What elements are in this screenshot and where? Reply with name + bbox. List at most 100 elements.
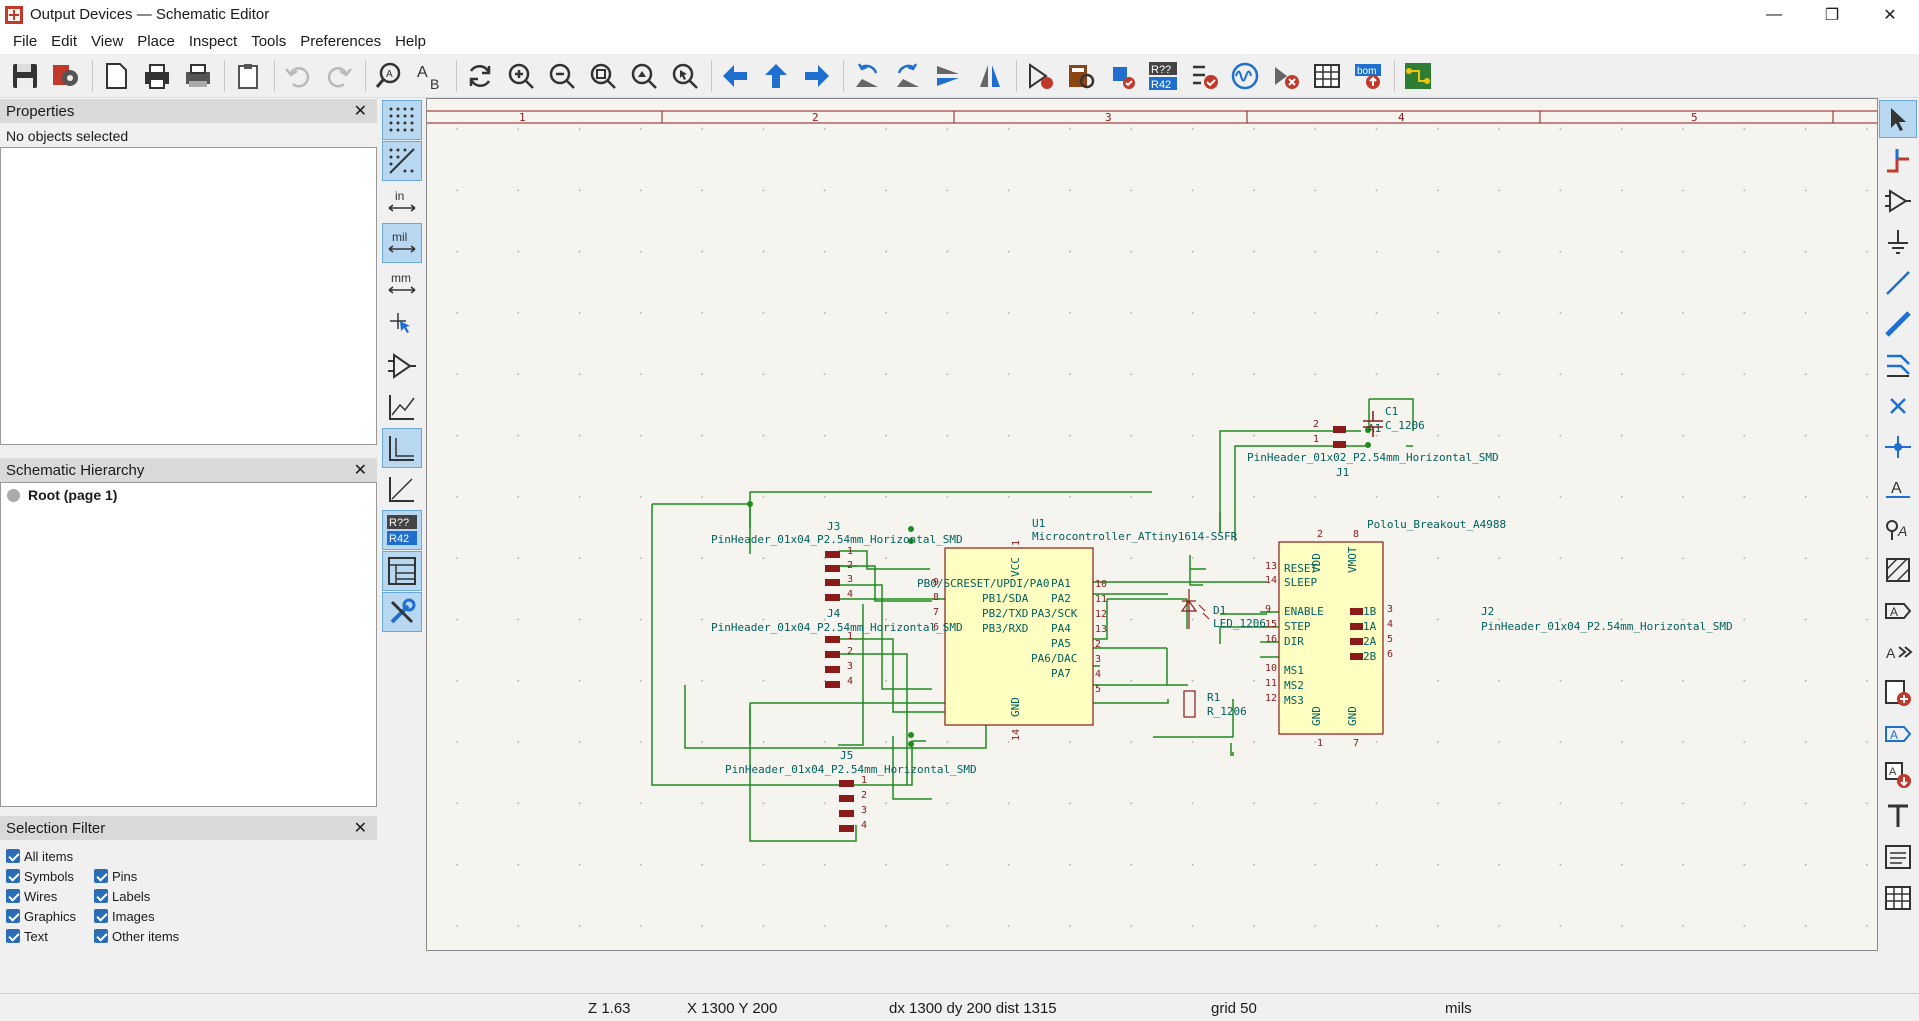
- u1-symbol[interactable]: U1 Microcontroller_ATtiny1614-SSFR PB0/S…: [917, 517, 1238, 741]
- minimize-button[interactable]: —: [1766, 5, 1782, 23]
- refresh-button[interactable]: [461, 57, 499, 95]
- graphics-checkbox[interactable]: [6, 909, 20, 923]
- units-mils-button[interactable]: mil: [382, 223, 422, 263]
- simulator-button[interactable]: [1226, 57, 1264, 95]
- pcb-editor-button[interactable]: [1399, 57, 1437, 95]
- annotation-display-button[interactable]: R??R42: [382, 510, 422, 550]
- images-checkbox[interactable]: [94, 909, 108, 923]
- labels-checkbox[interactable]: [94, 889, 108, 903]
- units-inches-button[interactable]: in: [382, 182, 422, 222]
- a1-symbol[interactable]: A1 Pololu_Breakout_A4988 RESET SLEEP ENA…: [1265, 422, 1506, 749]
- menu-tools[interactable]: Tools: [251, 33, 287, 50]
- footprint-assignment-button[interactable]: [1103, 57, 1141, 95]
- hierarchy-root-item[interactable]: Root (page 1): [7, 487, 370, 503]
- navigate-up-button[interactable]: [757, 57, 795, 95]
- add-symbol-button[interactable]: [1879, 182, 1917, 220]
- add-label-button[interactable]: A: [1879, 469, 1917, 507]
- save-button[interactable]: [6, 57, 44, 95]
- menu-place[interactable]: Place: [137, 33, 175, 50]
- all-items-checkbox[interactable]: [6, 849, 20, 863]
- zoom-out-button[interactable]: [543, 57, 581, 95]
- schematic-canvas[interactable]: 1 2 3 4 5 /* removed */: [426, 98, 1878, 951]
- j2-symbol[interactable]: J2 PinHeader_01x04_P2.54mm_Horizontal_SM…: [1350, 605, 1733, 660]
- add-power-button[interactable]: [1879, 223, 1917, 261]
- schematic-setup-button[interactable]: [47, 57, 85, 95]
- add-wire-button[interactable]: [1879, 264, 1917, 302]
- selection-filter-close-button[interactable]: ✕: [353, 820, 367, 837]
- navigate-back-button[interactable]: [716, 57, 754, 95]
- bom-button[interactable]: bom: [1349, 57, 1387, 95]
- select-tool-button[interactable]: [1879, 100, 1917, 138]
- properties-close-button[interactable]: ✕: [353, 103, 367, 120]
- hierarchy-close-button[interactable]: ✕: [353, 462, 367, 479]
- menu-file[interactable]: File: [13, 33, 38, 50]
- zoom-selection-button[interactable]: [666, 57, 704, 95]
- c1-symbol[interactable]: C1 C_1206: [1363, 405, 1425, 437]
- add-rule-area-button[interactable]: [1879, 551, 1917, 589]
- symbol-library-browser-button[interactable]: [1062, 57, 1100, 95]
- zoom-fit-button[interactable]: [584, 57, 622, 95]
- zoom-in-button[interactable]: [502, 57, 540, 95]
- grid-override-button[interactable]: [382, 141, 422, 181]
- add-sheet-pin-button[interactable]: A: [1879, 715, 1917, 753]
- menu-inspect[interactable]: Inspect: [188, 33, 238, 50]
- rotate-cw-button[interactable]: [889, 57, 927, 95]
- netlist-button[interactable]: [1267, 57, 1305, 95]
- print-button[interactable]: [138, 57, 176, 95]
- d1-symbol[interactable]: D1 LED_1206: [1180, 589, 1266, 630]
- plot-button[interactable]: [179, 57, 217, 95]
- menu-help[interactable]: Help: [395, 33, 426, 50]
- add-sheet-button[interactable]: [1879, 674, 1917, 712]
- j5-symbol[interactable]: J5 PinHeader_01x04_P2.54mm_Horizontal_SM…: [725, 749, 977, 832]
- undo-button[interactable]: [279, 57, 317, 95]
- add-net-class-button[interactable]: A: [1879, 510, 1917, 548]
- import-sheet-pin-button[interactable]: A: [1879, 756, 1917, 794]
- other-items-checkbox[interactable]: [94, 929, 108, 943]
- line-mode-90-button[interactable]: [382, 428, 422, 468]
- erc-button[interactable]: [1185, 57, 1223, 95]
- add-global-label-button[interactable]: A: [1879, 592, 1917, 630]
- navigate-forward-button[interactable]: [798, 57, 836, 95]
- rotate-ccw-button[interactable]: [848, 57, 886, 95]
- add-hier-label-button[interactable]: A: [1879, 633, 1917, 671]
- units-mm-button[interactable]: mm: [382, 264, 422, 304]
- annotate-button[interactable]: R??R42: [1144, 57, 1182, 95]
- cursor-shape-button[interactable]: [382, 305, 422, 345]
- line-mode-45-button[interactable]: [382, 469, 422, 509]
- menu-view[interactable]: View: [91, 33, 124, 50]
- text-checkbox[interactable]: [6, 929, 20, 943]
- j3-symbol[interactable]: J3 PinHeader_01x04_P2.54mm_Horizontal_SM…: [711, 520, 963, 601]
- line-mode-free-button[interactable]: [382, 387, 422, 427]
- find-button[interactable]: A: [370, 57, 408, 95]
- add-textbox-button[interactable]: [1879, 838, 1917, 876]
- add-bus-entry-button[interactable]: [1879, 346, 1917, 384]
- zoom-objects-button[interactable]: [625, 57, 663, 95]
- add-bus-button[interactable]: [1879, 305, 1917, 343]
- menu-preferences[interactable]: Preferences: [300, 33, 382, 50]
- add-text-button[interactable]: [1879, 797, 1917, 835]
- maximize-button[interactable]: ❐: [1824, 6, 1840, 24]
- highlight-net-button[interactable]: [1879, 141, 1917, 179]
- page-settings-button[interactable]: [97, 57, 135, 95]
- pins-checkbox[interactable]: [94, 869, 108, 883]
- add-junction-button[interactable]: [1879, 428, 1917, 466]
- menu-edit[interactable]: Edit: [51, 33, 78, 50]
- redo-button[interactable]: [320, 57, 358, 95]
- j4-symbol[interactable]: J4 PinHeader_01x04_P2.54mm_Horizontal_SM…: [711, 607, 963, 688]
- hidden-pins-button[interactable]: [382, 346, 422, 386]
- mirror-horizontal-button[interactable]: [971, 57, 1009, 95]
- symbols-checkbox[interactable]: [6, 869, 20, 883]
- add-no-connect-button[interactable]: [1879, 387, 1917, 425]
- wires-checkbox[interactable]: [6, 889, 20, 903]
- symbol-fields-table-button[interactable]: [1308, 57, 1346, 95]
- properties-toggle-button[interactable]: [382, 592, 422, 632]
- show-grid-button[interactable]: [382, 100, 422, 140]
- r1-symbol[interactable]: R1 R_1206: [1183, 690, 1247, 718]
- j1-symbol[interactable]: 2 1 PinHeader_01x02_P2.54mm_Horizontal_S…: [1247, 419, 1499, 479]
- close-window-button[interactable]: ✕: [1883, 6, 1897, 24]
- add-table-button[interactable]: [1879, 879, 1917, 917]
- hierarchy-navigator-button[interactable]: [382, 551, 422, 591]
- symbol-editor-button[interactable]: [1021, 57, 1059, 95]
- paste-button[interactable]: [229, 57, 267, 95]
